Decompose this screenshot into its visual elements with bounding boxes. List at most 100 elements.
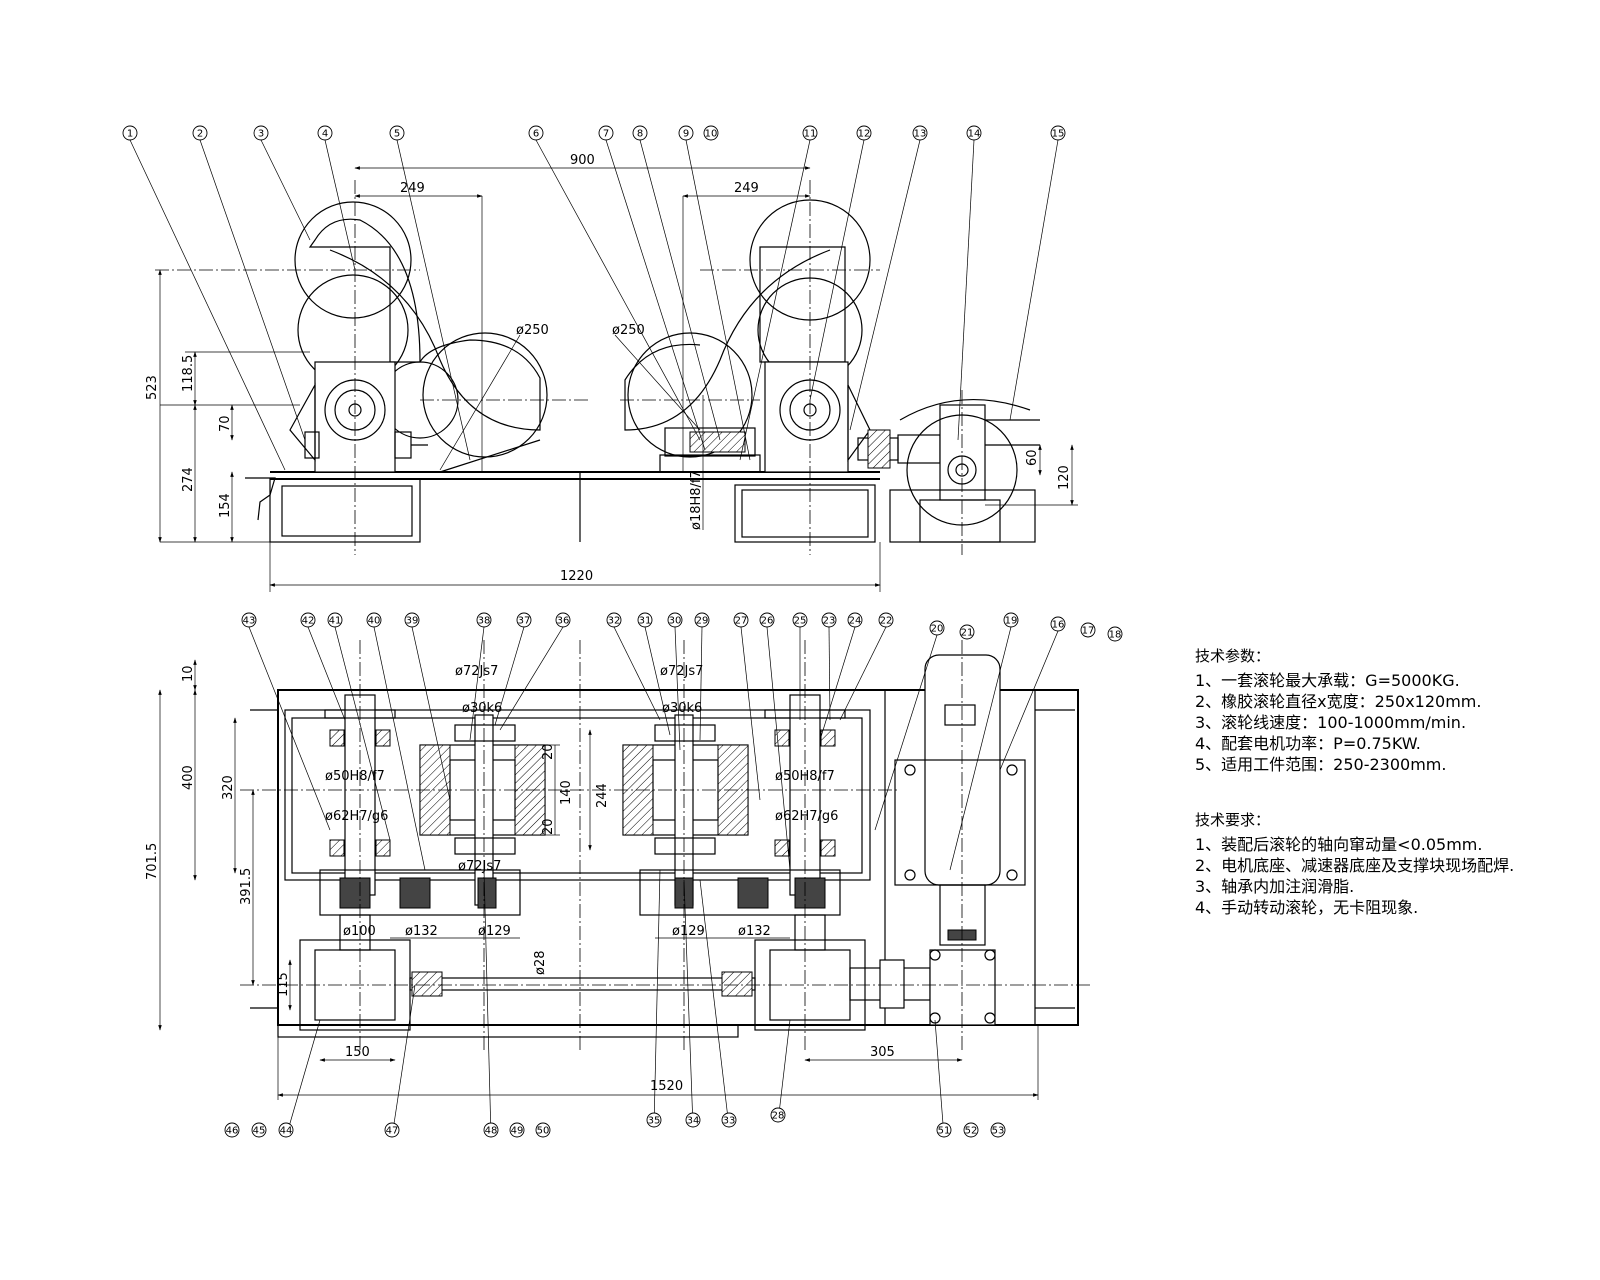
- balloon-circle: [224, 1122, 240, 1138]
- dim-244: 244: [595, 783, 610, 808]
- leader-line: [285, 1019, 321, 1138]
- part-number-label: 3: [258, 129, 264, 140]
- part-number-label: 37: [518, 616, 531, 627]
- fit-30-right: ø30k6: [662, 701, 702, 716]
- motor-reducer: [939, 404, 986, 501]
- plan-view: 10 400 320 701.5 391.5 115 150 1520 305 …: [145, 640, 1090, 1100]
- leader-line: [849, 139, 921, 431]
- leader-line: [699, 879, 730, 1128]
- balloon-circle: [966, 125, 982, 141]
- part-number-label: 50: [537, 1126, 550, 1137]
- part-number-label: 26: [761, 616, 774, 627]
- dim-129-left: ø129: [478, 924, 511, 939]
- leader-line: [874, 634, 938, 831]
- part-number-label: 19: [1005, 616, 1018, 627]
- dim-120: 120: [1057, 465, 1072, 490]
- balloon-circle: [389, 125, 405, 141]
- fit-30-left: ø30k6: [462, 701, 502, 716]
- part-number-label: 36: [557, 616, 570, 627]
- connecting-shaft: [409, 977, 756, 991]
- dim-274: 274: [181, 467, 196, 492]
- leader-line: [613, 626, 661, 721]
- dim-115: 115: [276, 972, 291, 997]
- leader-line: [494, 626, 525, 726]
- dim-305: 305: [870, 1045, 895, 1060]
- motor-reducer-plan: [929, 949, 996, 1026]
- part-number-label: 2: [197, 129, 203, 140]
- left-rubber-roller: [422, 332, 548, 458]
- part-number-label: 14: [968, 129, 981, 140]
- leader-line: [411, 626, 451, 801]
- part-number-label: 16: [1052, 620, 1065, 631]
- part-number-label: 1: [127, 129, 133, 140]
- part-number-label: 8: [637, 129, 643, 140]
- balloon-circle: [936, 1122, 952, 1138]
- leader-line: [999, 630, 1059, 771]
- dim-132-left: ø132: [405, 924, 438, 939]
- balloon-circle: [555, 612, 571, 628]
- leader-line: [639, 139, 721, 441]
- dim-320: 320: [221, 775, 236, 800]
- leader-line: [777, 1019, 791, 1123]
- dim-10: 10: [181, 665, 196, 682]
- balloon-circle: [646, 1112, 662, 1128]
- balloon-circle: [300, 612, 316, 628]
- part-number-label: 46: [226, 1126, 239, 1137]
- dim-60: 60: [1025, 449, 1040, 466]
- tech-req-2: 2、电机底座、减速器底座及支撑块现场配焊.: [1195, 856, 1515, 875]
- leader-line: [819, 626, 856, 741]
- side-view: 900 249 249 ø250 ø250 523 118.5 70 274 1…: [145, 153, 1078, 592]
- dim-70: 70: [218, 415, 233, 432]
- part-number-label: 4: [322, 129, 328, 140]
- fit-50-right: ø50H8/f7: [775, 769, 835, 784]
- right-bearing-seat: [764, 361, 849, 473]
- part-number-label: 25: [794, 616, 807, 627]
- leader-line: [334, 626, 391, 841]
- leader-line: [373, 626, 426, 871]
- balloon-circle: [678, 125, 694, 141]
- leader-line: [740, 626, 761, 801]
- part-number-label: 43: [243, 616, 256, 627]
- balloon-circle: [632, 125, 648, 141]
- balloon-circle: [912, 125, 928, 141]
- part-number-label: 41: [329, 616, 342, 627]
- part-number-label: 39: [406, 616, 419, 627]
- right-rubber-roller: [627, 332, 753, 458]
- part-number-label: 53: [992, 1126, 1005, 1137]
- leader-line: [949, 626, 1012, 871]
- part-number-label: 38: [478, 616, 491, 627]
- balloon-circle: [384, 1122, 400, 1138]
- balloon-circle: [929, 620, 945, 636]
- balloon-circle: [821, 612, 837, 628]
- dim-wheel-dia-right: ø250: [612, 323, 645, 338]
- part-number-label: 5: [394, 129, 400, 140]
- balloon-circle: [251, 1122, 267, 1138]
- part-number-label: 7: [603, 129, 609, 140]
- leader-line: [766, 626, 791, 871]
- fit-72-left: ø72Js7: [455, 664, 498, 679]
- balloon-circle: [1003, 612, 1019, 628]
- dim-129-right: ø129: [672, 924, 705, 939]
- dim-offset-left: 249: [400, 181, 425, 196]
- tech-params-title: 技术参数：: [1195, 647, 1271, 665]
- part-number-label: 18: [1109, 630, 1122, 641]
- part-number-label: 24: [849, 616, 862, 627]
- dim-28: ø28: [533, 951, 548, 976]
- balloon-circle: [770, 1107, 786, 1123]
- balloon-circle: [847, 612, 863, 628]
- tech-param-1: 1、一套滚轮最大承载：G=5000KG.: [1195, 671, 1460, 690]
- balloon-circle: [1107, 626, 1123, 642]
- leader-line: [499, 626, 564, 731]
- part-number-label: 31: [639, 616, 652, 627]
- leader-line: [644, 626, 671, 736]
- part-number-label: 52: [965, 1126, 978, 1137]
- leader-line: [1009, 139, 1059, 421]
- leader-line: [699, 626, 703, 741]
- part-number-label: 49: [511, 1126, 524, 1137]
- balloon-circle: [792, 612, 808, 628]
- dim-center-distance: 900: [570, 153, 595, 168]
- balloon-circle: [959, 624, 975, 640]
- balloon-circle: [509, 1122, 525, 1138]
